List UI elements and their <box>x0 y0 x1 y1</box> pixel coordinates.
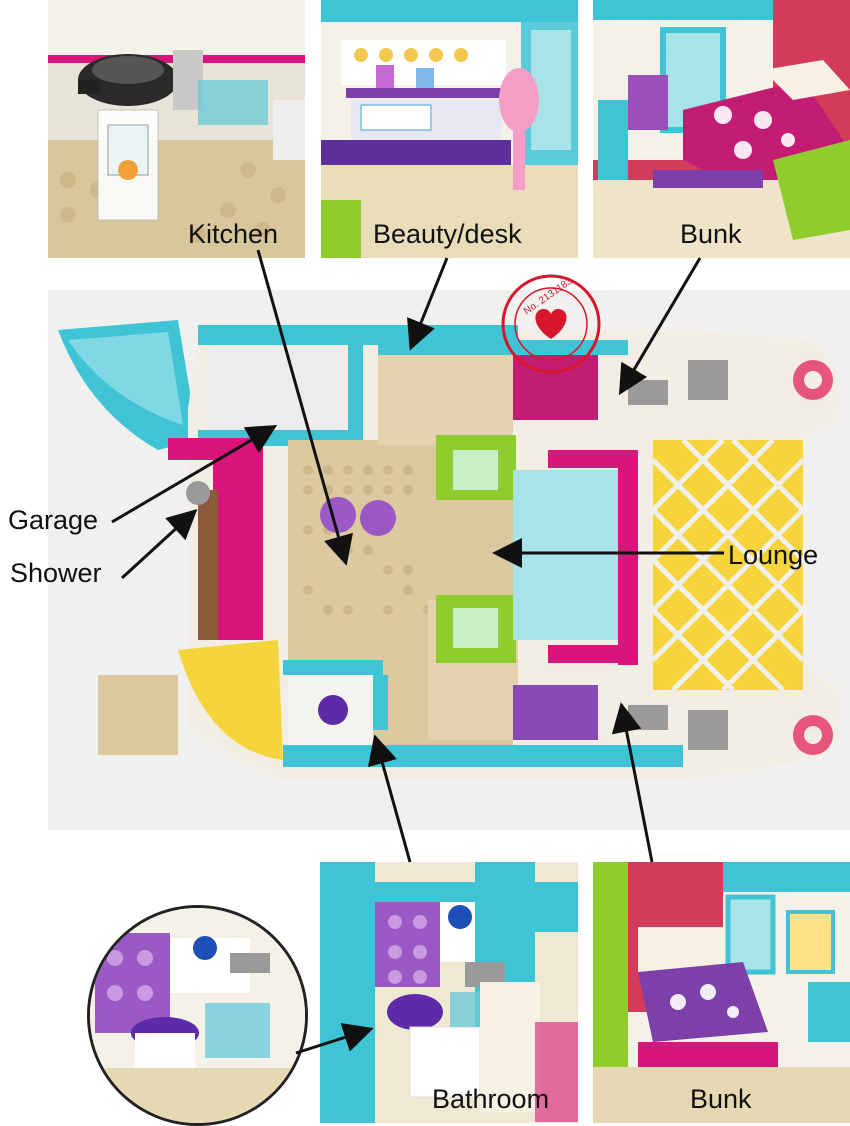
garage-label: Garage <box>8 505 99 535</box>
stamp: No. 2131183 <box>500 273 602 375</box>
bathroom-caption: Bathroom <box>432 1084 550 1114</box>
kitchen-caption: Kitchen <box>188 219 279 249</box>
lounge-label: Lounge <box>728 540 819 570</box>
bunk-bottom-photo: Bunk <box>593 862 850 1123</box>
beauty-desk-photo: Beauty/desk <box>321 0 578 258</box>
bunk-bottom-caption: Bunk <box>690 1084 752 1114</box>
bunk-top-photo: Bunk <box>593 0 850 258</box>
beauty-desk-caption: Beauty/desk <box>373 219 522 249</box>
bathroom-photo: Bathroom <box>320 862 578 1123</box>
kitchen-photo: Kitchen <box>48 0 305 258</box>
shower-label: Shower <box>10 558 102 588</box>
bunk-top-caption: Bunk <box>680 219 742 249</box>
bathroom-detail-circle <box>87 905 308 1126</box>
